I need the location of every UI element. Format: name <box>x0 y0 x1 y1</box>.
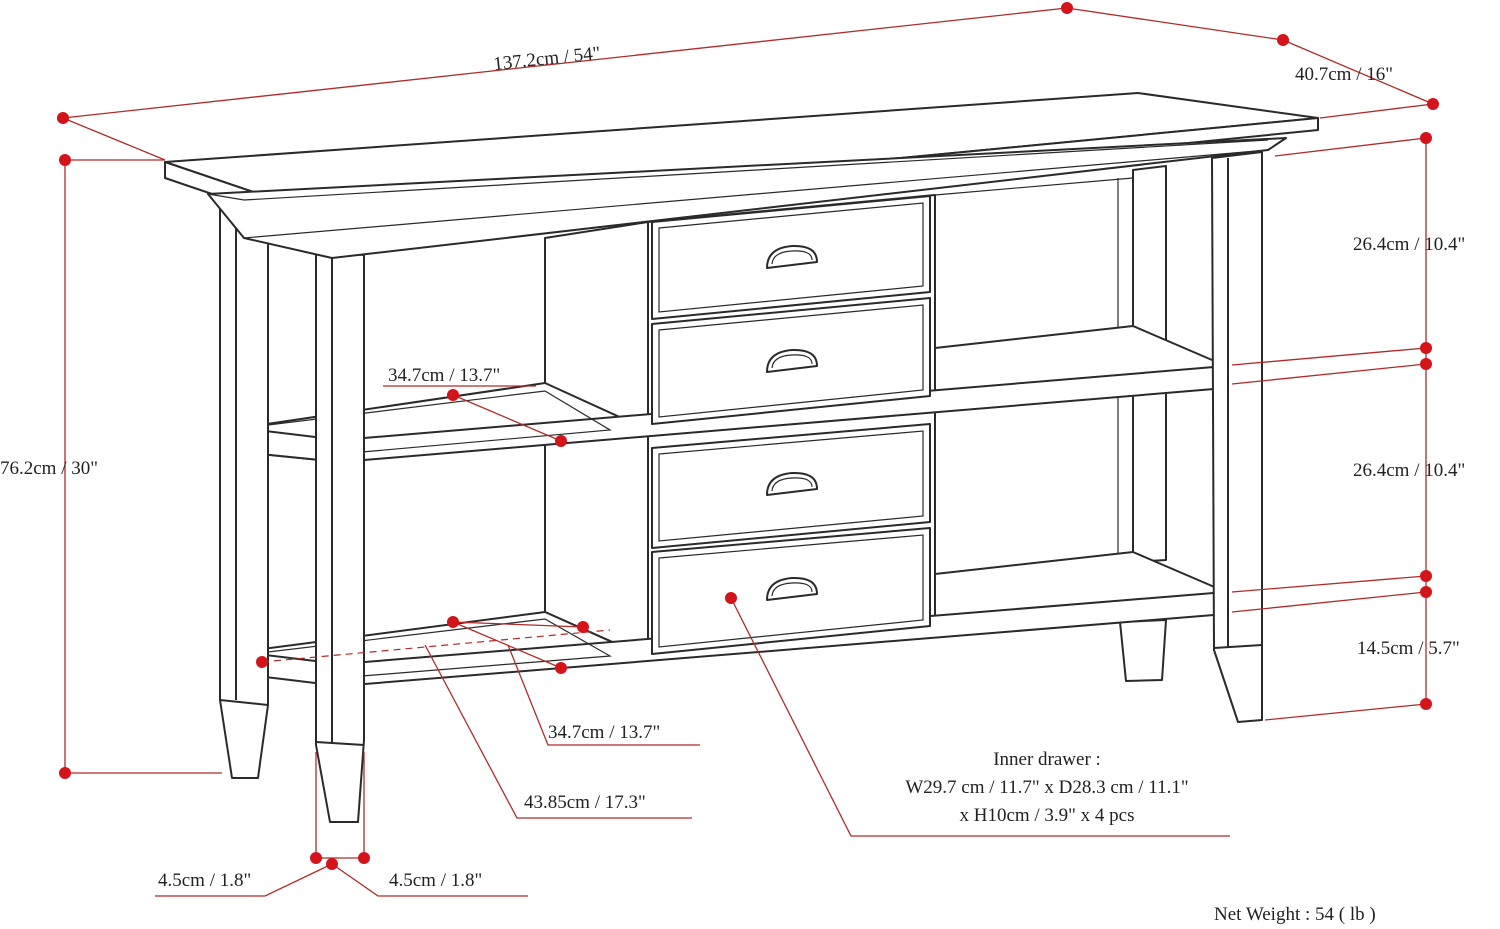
marker-dot <box>1061 2 1073 14</box>
height-label: 76.2cm / 30" <box>0 458 98 479</box>
net-weight-label: Net Weight : 54 ( lb ) <box>1214 904 1376 925</box>
marker-dot <box>1427 98 1439 110</box>
marker-dot <box>310 852 322 864</box>
marker-dot <box>577 621 589 633</box>
marker-dot <box>1420 342 1432 354</box>
dimension-labels: 137.2cm / 54" 40.7cm / 16" 76.2cm / 30" … <box>0 43 1465 925</box>
marker-dot <box>725 592 737 604</box>
marker-dot <box>447 389 459 401</box>
upper-shelf-depth-label: 34.7cm / 13.7" <box>388 365 500 386</box>
inner-drawer-line2: x H10cm / 3.9" x 4 pcs <box>959 805 1134 826</box>
marker-dot <box>1420 586 1432 598</box>
lower-shelf-depth-label: 34.7cm / 13.7" <box>548 722 660 743</box>
dimension-markers <box>57 2 1439 870</box>
marker-dot <box>555 662 567 674</box>
inner-drawer-title: Inner drawer : <box>993 749 1101 770</box>
front-left-leg <box>315 251 365 823</box>
front-right-leg <box>1211 151 1263 723</box>
leg-width-right-label: 4.5cm / 1.8" <box>389 870 482 891</box>
depth-label: 40.7cm / 16" <box>1295 64 1393 85</box>
drawers <box>651 195 931 655</box>
bottom-clearance-label: 14.5cm / 5.7" <box>1357 638 1460 659</box>
leg-width-left-label: 4.5cm / 1.8" <box>158 870 251 891</box>
drawer-3 <box>651 423 931 549</box>
drawer-handle-icon <box>766 471 818 496</box>
inner-drawer-line1: W29.7 cm / 11.7" x D28.3 cm / 11.1" <box>905 777 1188 798</box>
drawer-handle-icon <box>766 576 818 601</box>
dimension-lines <box>62 7 1434 897</box>
marker-dot <box>59 767 71 779</box>
marker-dot <box>555 435 567 447</box>
marker-dot <box>1420 570 1432 582</box>
drawer-4 <box>651 527 931 655</box>
back-left-leg <box>219 204 269 779</box>
shelf-width-label: 43.85cm / 17.3" <box>524 792 646 813</box>
marker-dot <box>256 656 268 668</box>
marker-dot <box>1420 698 1432 710</box>
marker-dot <box>358 852 370 864</box>
width-label: 137.2cm / 54" <box>492 43 601 75</box>
marker-dot <box>59 154 71 166</box>
marker-dot <box>1277 34 1289 46</box>
marker-dot <box>1420 132 1432 144</box>
drawer-handle-icon <box>766 244 818 269</box>
drawer-handle-icon <box>766 348 818 373</box>
console-table <box>164 92 1319 823</box>
middle-opening-label: 26.4cm / 10.4" <box>1353 460 1465 481</box>
table-top <box>164 92 1319 259</box>
marker-dot <box>1420 358 1432 370</box>
marker-dot <box>57 112 69 124</box>
drawer-1 <box>651 195 931 320</box>
drawer-2 <box>651 297 931 425</box>
marker-dot <box>447 616 459 628</box>
upper-opening-label: 26.4cm / 10.4" <box>1353 234 1465 255</box>
marker-dot <box>326 858 338 870</box>
